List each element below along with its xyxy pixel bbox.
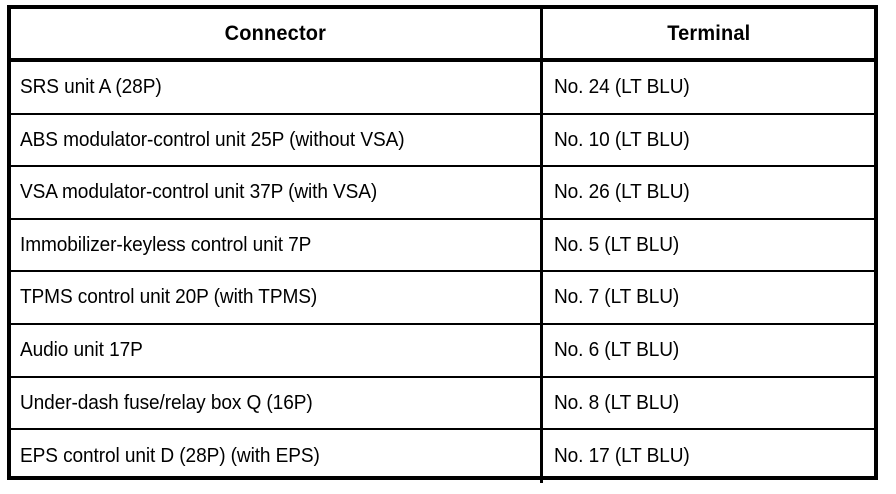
terminal-value: No. 6 (LT BLU) [554, 338, 680, 362]
table-cell-terminal: No. 17 (LT BLU) [543, 430, 874, 483]
table-header-cell-terminal: Terminal [543, 9, 874, 58]
connector-value: ABS modulator-control unit 25P (without … [20, 127, 405, 151]
connector-value: SRS unit A (28P) [20, 75, 162, 99]
connector-value: Audio unit 17P [20, 338, 143, 362]
table-cell-connector: SRS unit A (28P) [11, 62, 543, 113]
table-cell-connector: Audio unit 17P [11, 324, 543, 376]
terminal-value: No. 17 (LT BLU) [554, 444, 690, 468]
table-row: SRS unit A (28P) No. 24 (LT BLU) [11, 62, 874, 115]
column-header-connector-label: Connector [224, 22, 327, 45]
table-cell-terminal: No. 8 (LT BLU) [543, 378, 874, 429]
table-row: TPMS control unit 20P (with TPMS) No. 7 … [11, 272, 874, 325]
connector-value: EPS control unit D (28P) (with EPS) [20, 444, 320, 468]
connector-value: TPMS control unit 20P (with TPMS) [20, 285, 318, 309]
terminal-value: No. 26 (LT BLU) [554, 180, 690, 204]
table-cell-connector: Immobilizer-keyless control unit 7P [11, 219, 543, 271]
connector-value: VSA modulator-control unit 37P (with VSA… [20, 180, 378, 204]
table-cell-connector: ABS modulator-control unit 25P (without … [11, 114, 543, 166]
table-header-row: Connector Terminal [11, 9, 874, 62]
table-cell-terminal: No. 5 (LT BLU) [543, 220, 874, 271]
table-cell-terminal: No. 24 (LT BLU) [543, 62, 874, 113]
connector-value: Immobilizer-keyless control unit 7P [20, 232, 312, 256]
connector-value: Under-dash fuse/relay box Q (16P) [20, 390, 313, 414]
table-row: VSA modulator-control unit 37P (with VSA… [11, 167, 874, 220]
terminal-value: No. 5 (LT BLU) [554, 232, 680, 256]
terminal-value: No. 24 (LT BLU) [554, 75, 690, 99]
table-cell-connector: EPS control unit D (28P) (with EPS) [11, 430, 543, 483]
table-cell-connector: Under-dash fuse/relay box Q (16P) [11, 377, 543, 429]
table-cell-terminal: No. 7 (LT BLU) [543, 272, 874, 323]
table-cell-terminal: No. 6 (LT BLU) [543, 325, 874, 376]
table-cell-connector: TPMS control unit 20P (with TPMS) [11, 272, 543, 323]
terminal-value: No. 7 (LT BLU) [554, 285, 680, 309]
connector-terminal-table: Connector Terminal SRS unit A (28P) No. … [7, 5, 878, 483]
table-row: EPS control unit D (28P) (with EPS) No. … [11, 430, 874, 483]
table-row: ABS modulator-control unit 25P (without … [11, 114, 874, 168]
column-header-terminal-label: Terminal [666, 22, 751, 45]
terminal-value: No. 10 (LT BLU) [554, 127, 690, 151]
table-body: Connector Terminal SRS unit A (28P) No. … [11, 9, 874, 483]
table-cell-terminal: No. 10 (LT BLU) [543, 115, 874, 166]
table-row: Under-dash fuse/relay box Q (16P) No. 8 … [11, 377, 874, 431]
table-cell-terminal: No. 26 (LT BLU) [543, 167, 874, 218]
table-row: Audio unit 17P No. 6 (LT BLU) [11, 324, 874, 378]
terminal-value: No. 8 (LT BLU) [554, 390, 680, 414]
table-cell-connector: VSA modulator-control unit 37P (with VSA… [11, 167, 543, 218]
table-row: Immobilizer-keyless control unit 7P No. … [11, 219, 874, 273]
table-header-cell-connector: Connector [11, 9, 543, 58]
